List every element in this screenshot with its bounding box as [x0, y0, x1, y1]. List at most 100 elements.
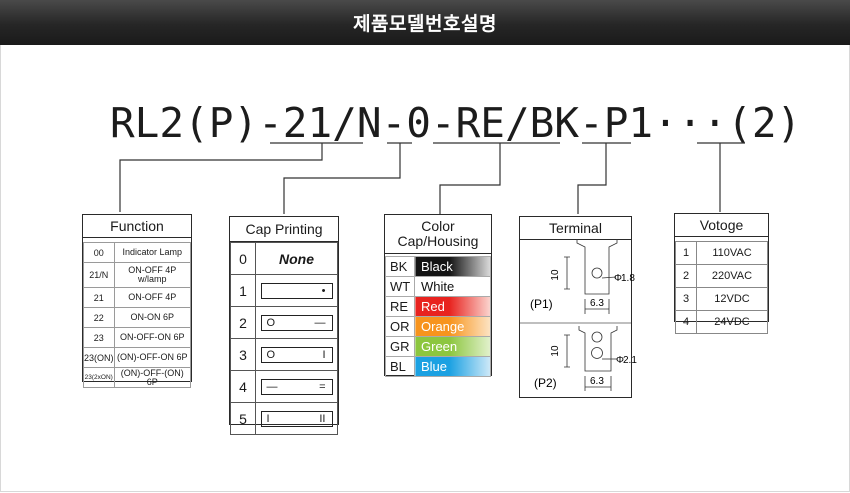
- color-swatch: Red: [414, 296, 491, 317]
- function-desc: (ON)-OFF-(ON) 6P: [113, 367, 192, 388]
- code-dash: -: [430, 99, 456, 147]
- cap-symbol-cell: —=: [255, 370, 338, 403]
- function-code: 21: [83, 287, 115, 308]
- cap-code: 1: [230, 274, 256, 307]
- function-code: 23: [83, 327, 115, 348]
- cap-symbol-left: I: [266, 412, 270, 425]
- terminal-p2-diameter-icon: Φ: [616, 355, 624, 366]
- cap-symbol-cell: O—: [255, 306, 338, 339]
- terminal-drawings: 10 1.8 Φ 6.3 (P1) 10 Φ 2.1 6.3 (P2): [520, 239, 637, 391]
- cap-symbol-left: —: [266, 380, 278, 393]
- function-desc: ON-OFF 4P w/lamp: [113, 262, 192, 288]
- terminal-p1-height-label: 10: [550, 269, 561, 281]
- terminal-title: Terminal: [520, 217, 631, 240]
- color-code: BK: [385, 256, 415, 277]
- cap-code: 5: [230, 402, 256, 435]
- leader-terminal: [577, 143, 607, 214]
- cap-symbol-cell: None: [255, 242, 338, 275]
- cap-symbol: O—: [260, 314, 333, 331]
- terminal-p2-height-line: [564, 334, 570, 368]
- cap-symbol-left: O: [266, 316, 276, 329]
- cap-code: 4: [230, 370, 256, 403]
- model-code: RL2(P)-21/N-0-RE/BK-P1 ···(2): [110, 93, 801, 153]
- leader-color: [439, 143, 501, 214]
- terminal-box: Terminal 10 1.8 Φ 6.3 (P1) 10 Φ 2.1 6.3 …: [519, 216, 637, 398]
- leader-cap: [283, 143, 401, 214]
- cap-code: 3: [230, 338, 256, 371]
- code-terminal: P1: [603, 99, 654, 147]
- cap-printing-title: Cap Printing: [230, 217, 338, 242]
- function-desc: Indicator Lamp: [113, 242, 192, 263]
- cap-symbol-right: II: [319, 412, 326, 425]
- code-prefix: RL2(P)-: [110, 99, 283, 147]
- function-desc: ON-OFF-ON 6P: [113, 327, 192, 348]
- function-desc: ON-ON 6P: [113, 307, 192, 328]
- code-color: RE/BK: [455, 99, 580, 147]
- cap-symbol-right: —: [314, 316, 326, 329]
- cap-none-label: None: [279, 250, 314, 267]
- voltage-value: 12VDC: [696, 287, 768, 311]
- voltage-value: 220VAC: [696, 264, 768, 288]
- cap-symbol-right: I: [322, 348, 326, 361]
- function-row: 23(2xON)(ON)-OFF-(ON) 6P: [83, 367, 192, 388]
- color-code: WT: [385, 276, 415, 297]
- page-title: 제품모델번호설명: [353, 13, 497, 35]
- color-code: RE: [385, 296, 415, 317]
- function-desc: ON-OFF 4P: [113, 287, 192, 308]
- terminal-p2-outline: [578, 326, 618, 372]
- function-code: 23(ON): [83, 347, 115, 368]
- color-swatch: Green: [414, 336, 491, 357]
- cap-symbol-right: =: [319, 380, 326, 393]
- code-dash: -: [579, 99, 604, 147]
- color-swatch: Blue: [414, 356, 491, 377]
- terminal-p1-name: (P1): [530, 297, 553, 311]
- voltage-value: 24VDC: [696, 310, 768, 334]
- terminal-p2-hole-top: [591, 331, 603, 343]
- function-code: 00: [83, 242, 115, 263]
- terminal-p2-hole: [591, 347, 603, 359]
- header-bar: 제품모델번호설명: [0, 0, 850, 45]
- color-title-line1: Color: [421, 218, 455, 234]
- terminal-p2-width-line: [584, 376, 612, 391]
- terminal-p2-height-label: 10: [550, 345, 561, 357]
- voltage-code: 1: [675, 241, 697, 265]
- voltage-code: 2: [675, 264, 697, 288]
- terminal-p1-hole: [591, 267, 603, 279]
- terminal-p1-width-label: 6.3: [590, 298, 604, 309]
- function-code: 22: [83, 307, 115, 328]
- terminal-p1-diameter-icon: Φ: [614, 273, 622, 284]
- terminal-p1-width-line: [584, 299, 610, 314]
- voltage-code: 3: [675, 287, 697, 311]
- code-ellipsis: ···: [653, 99, 728, 147]
- cap-row: 1•: [230, 274, 338, 307]
- cap-symbol-right: •: [321, 284, 326, 297]
- terminal-p1-hole-label: 1.8: [621, 273, 635, 284]
- color-code: OR: [385, 316, 415, 337]
- cap-symbol: —=: [260, 378, 333, 395]
- cap-symbol: •: [260, 282, 333, 299]
- function-code: 23(2xON): [83, 367, 115, 388]
- color-title-line2: Cap/Housing: [397, 233, 479, 249]
